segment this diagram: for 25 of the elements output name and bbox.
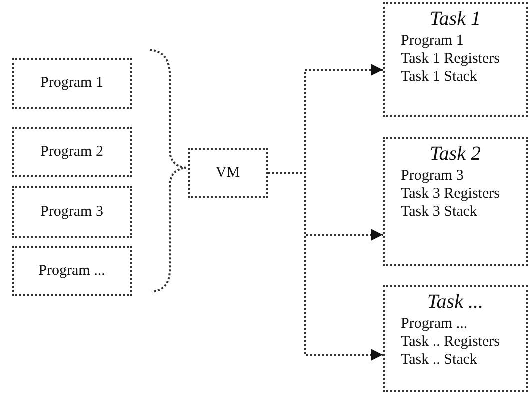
task-box	[383, 137, 528, 266]
task-item: Task .. Stack	[401, 351, 478, 369]
box-label: VM	[216, 164, 240, 182]
task-item: Program 3	[401, 167, 465, 185]
box-label: Program ...	[38, 262, 106, 280]
box-label: Program 1	[40, 75, 104, 92]
process-box	[12, 186, 132, 238]
process-box	[12, 127, 132, 177]
task-box	[383, 2, 528, 117]
task-item: Task 3 Stack	[401, 203, 478, 221]
task-item: Task 1 Stack	[401, 68, 478, 86]
box-label: Program 3	[40, 204, 104, 220]
process-box	[188, 148, 268, 198]
task-item: Task 3 Registers	[401, 185, 501, 203]
process-box	[12, 58, 132, 109]
task-box	[383, 285, 528, 392]
task-item: Program 1	[401, 32, 465, 50]
process-box	[12, 246, 132, 296]
box-label: Program 2	[40, 144, 104, 160]
task-item: Task .. Registers	[401, 333, 501, 351]
task-item: Program ...	[401, 315, 469, 333]
task-title: Task 2	[429, 143, 482, 165]
task-title: Task ...	[426, 291, 484, 313]
task-title: Task 1	[429, 8, 482, 30]
task-item: Task 1 Registers	[401, 50, 501, 68]
